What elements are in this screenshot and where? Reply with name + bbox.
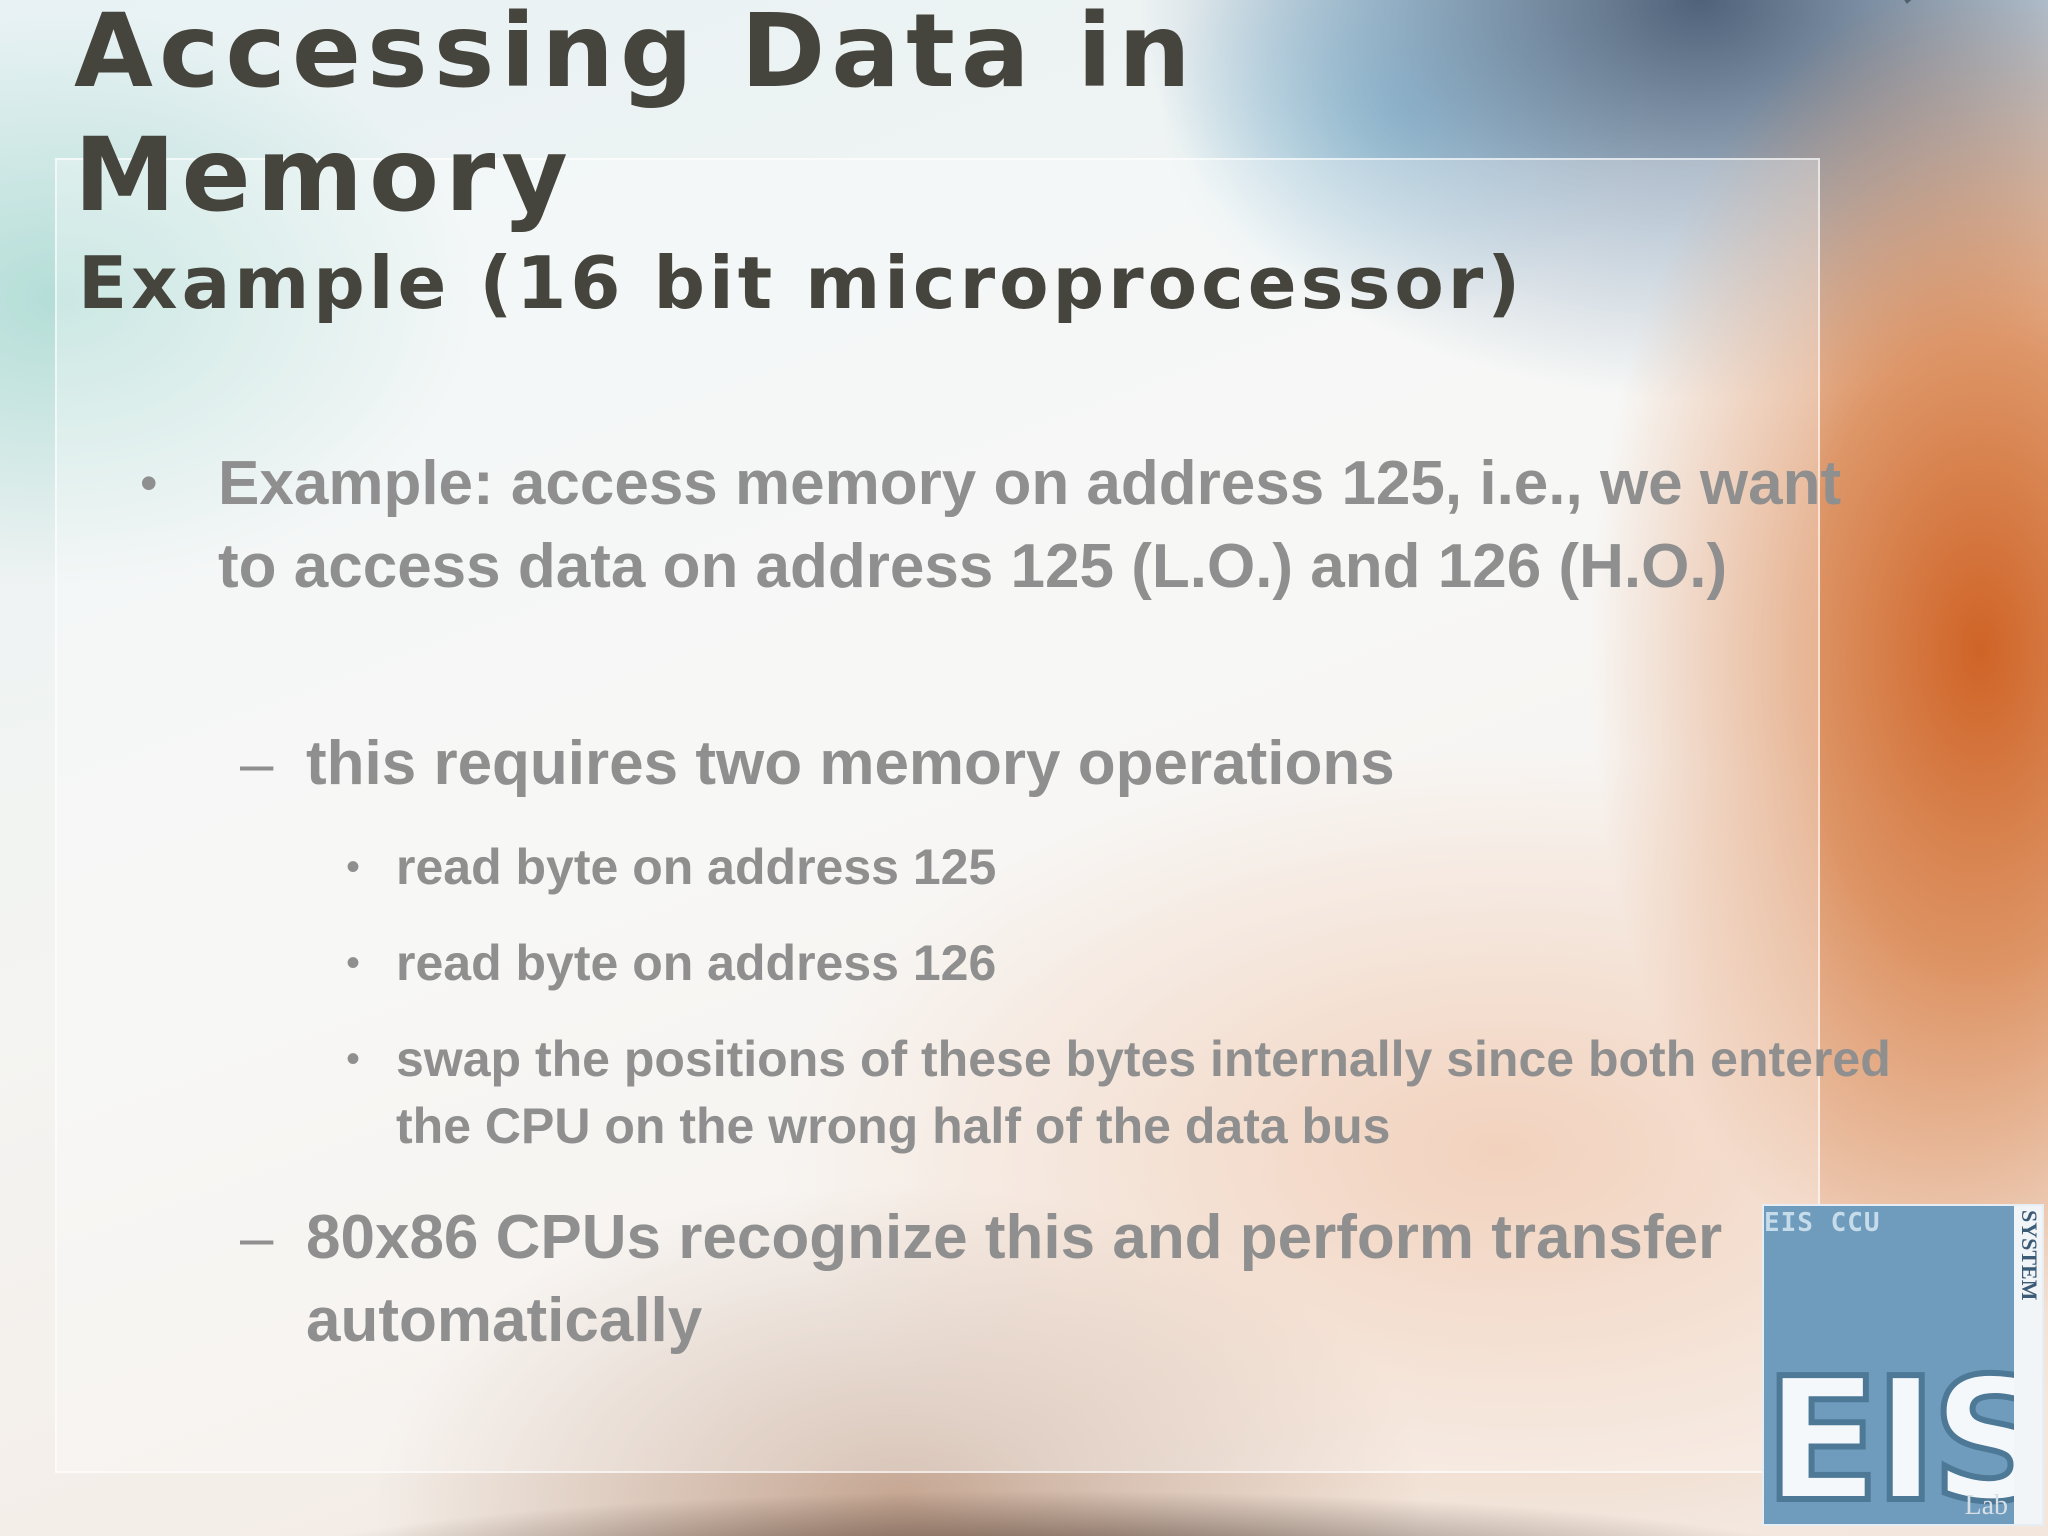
content-panel bbox=[55, 158, 1820, 1473]
sub-bullet-item: 80x86 CPUs recognize this and perform tr… bbox=[306, 1203, 1723, 1355]
bullet-marker: • bbox=[140, 455, 158, 511]
dash-marker: – bbox=[240, 1204, 274, 1271]
bottom-shadow-decoration bbox=[250, 1490, 1850, 1536]
eis-lab-logo: EIS CCU EIS EMBEDDED INTELLIGENT SYSTEM … bbox=[1762, 1204, 2044, 1526]
slide-title: Accessing Data in Memory bbox=[74, 0, 1197, 235]
sub-bullet-item: this requires two memory operations bbox=[306, 729, 1395, 798]
slide-subtitle: Example (16 bit microprocessor) bbox=[78, 241, 1525, 325]
logo-small-text: EIS CCU bbox=[1764, 1208, 1881, 1238]
logo-vertical-text: EMBEDDED INTELLIGENT SYSTEM bbox=[2017, 1210, 2042, 1301]
bullet-marker: • bbox=[346, 845, 361, 889]
logo-eis-text: EIS bbox=[1764, 1342, 2044, 1526]
bullet-marker: • bbox=[346, 941, 361, 985]
sub-sub-bullet-item: swap the positions of these bytes intern… bbox=[396, 1031, 1891, 1154]
bullet-marker: • bbox=[346, 1037, 361, 1081]
sub-sub-bullet-item: read byte on address 125 bbox=[396, 839, 997, 895]
bullet-item: Example: access memory on address 125, i… bbox=[218, 449, 1842, 601]
logo-lab-text: Lab bbox=[1964, 1490, 2008, 1521]
sub-sub-bullet-item: read byte on address 126 bbox=[396, 935, 997, 991]
dash-marker: – bbox=[240, 730, 274, 797]
logo-vertical-strip: EMBEDDED INTELLIGENT SYSTEM bbox=[2014, 1206, 2042, 1524]
